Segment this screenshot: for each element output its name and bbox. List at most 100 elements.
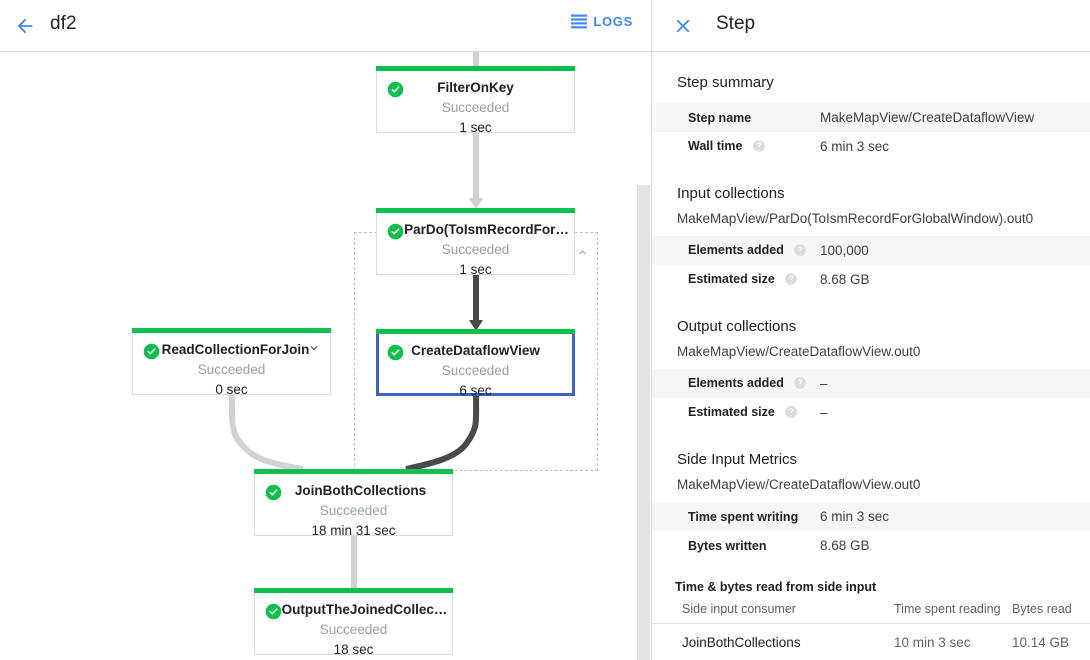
node-status: Succeeded — [319, 503, 388, 518]
node-time: 1 sec — [459, 120, 492, 135]
node-time: 0 sec — [215, 382, 248, 397]
row-label: Elements added — [652, 369, 820, 398]
node-status: Succeeded — [441, 242, 510, 257]
section-heading-side-input-metrics: Side Input Metrics — [677, 451, 798, 468]
edge-arrow-createdataflowview — [469, 320, 483, 331]
column-header-time[interactable]: Time spent reading — [894, 598, 1012, 624]
node-time: 18 min 31 sec — [311, 523, 396, 538]
arrow-left-icon — [17, 18, 33, 34]
row-label-text: Elements added — [688, 243, 784, 258]
side-input-reads-table: Side input consumer Time spent reading B… — [652, 598, 1090, 660]
table-row: Time spent writing 6 min 3 sec — [652, 502, 1090, 531]
step-details-header: Step — [652, 0, 1090, 52]
side-input-metrics-table: Time spent writing 6 min 3 sec Bytes wri… — [652, 502, 1090, 560]
table-row: Elements added – — [652, 369, 1090, 398]
row-value: 8.68 GB — [820, 538, 870, 553]
node-time: 18 sec — [333, 642, 374, 657]
node-name: ParDo(ToIsmRecordFor… — [404, 222, 569, 237]
check-circle-icon — [387, 223, 404, 240]
graph-node-read-collection-for-join[interactable]: ReadCollectionForJoin Succeeded 0 sec — [132, 328, 331, 397]
node-name: JoinBothCollections — [294, 483, 427, 498]
page-title: df2 — [50, 13, 77, 34]
graph-node-create-dataflow-view[interactable]: CreateDataflowView Succeeded 6 sec — [376, 329, 575, 398]
row-value: 6 min 3 sec — [820, 139, 890, 154]
job-graph-panel: df2 LOGS — [0, 0, 651, 660]
table-row: Estimated size 8.68 GB — [652, 265, 1090, 294]
node-status-bar — [254, 588, 453, 593]
check-circle-icon — [265, 484, 282, 501]
graph-node-filter-on-key[interactable]: FilterOnKey Succeeded 1 sec — [376, 66, 575, 135]
back-button[interactable] — [8, 9, 42, 43]
column-header-bytes[interactable]: Bytes read — [1012, 598, 1090, 624]
cell-bytes: 10.14 GB — [1012, 623, 1090, 660]
output-collection-name: MakeMapView/CreateDataflowView.out0 — [677, 344, 921, 359]
node-status: Succeeded — [441, 100, 510, 115]
node-name: ReadCollectionForJoin — [161, 342, 310, 357]
row-label-text: Wall time — [688, 139, 743, 154]
job-graph-canvas[interactable]: MakeMapView FilterOnKey Succeeded 1 sec — [0, 52, 651, 660]
table-row: Step name MakeMapView/CreateDataflowView — [652, 103, 1090, 132]
node-time: 6 sec — [459, 383, 492, 398]
step-details-body[interactable]: Step summary Step name MakeMapView/Creat… — [652, 52, 1090, 660]
section-heading-output-collections: Output collections — [677, 318, 797, 335]
edge-arrow-pardo — [469, 198, 483, 209]
node-status-bar — [132, 328, 331, 333]
table-row: Wall time 6 min 3 sec — [652, 132, 1090, 161]
close-button[interactable] — [669, 12, 697, 40]
check-circle-icon — [387, 81, 404, 98]
row-label: Estimated size — [652, 398, 820, 427]
output-collections-table: Elements added – Estimated size — [652, 369, 1090, 427]
node-time: 1 sec — [459, 262, 492, 277]
check-circle-icon — [265, 603, 282, 620]
section-heading-side-input-reads: Time & bytes read from side input — [675, 580, 877, 594]
table-row: JoinBothCollections 10 min 3 sec 10.14 G… — [652, 623, 1090, 660]
node-status: Succeeded — [197, 362, 266, 377]
help-circle-icon[interactable] — [793, 376, 807, 390]
help-circle-icon[interactable] — [784, 272, 798, 286]
graph-vertical-scrollbar[interactable] — [636, 52, 651, 660]
row-value: 6 min 3 sec — [820, 509, 890, 524]
step-summary-table: Step name MakeMapView/CreateDataflowView… — [652, 103, 1090, 161]
check-circle-icon — [387, 344, 404, 361]
help-circle-icon[interactable] — [784, 405, 798, 419]
table-row: Elements added 100,000 — [652, 236, 1090, 265]
side-input-collection-name: MakeMapView/CreateDataflowView.out0 — [677, 477, 921, 492]
graph-node-pardo-toismrecordfor[interactable]: ParDo(ToIsmRecordFor… Succeeded 1 sec — [376, 208, 575, 277]
node-name: OutputTheJoinedCollec… — [281, 602, 448, 617]
logs-button[interactable]: LOGS — [571, 14, 633, 29]
graph-node-output-the-joined-collection[interactable]: OutputTheJoinedCollec… Succeeded 18 sec — [254, 588, 453, 657]
graph-edges — [225, 52, 483, 588]
logs-button-label: LOGS — [593, 14, 633, 29]
row-value: 8.68 GB — [820, 272, 870, 287]
table-row: Estimated size – — [652, 398, 1090, 427]
column-header-consumer[interactable]: Side input consumer — [652, 598, 894, 624]
node-status-bar — [254, 469, 453, 474]
row-label: Wall time — [652, 132, 820, 161]
graph-scrollbar-thumb[interactable] — [637, 185, 650, 660]
row-label-text: Elements added — [688, 376, 784, 391]
help-circle-icon[interactable] — [793, 243, 807, 257]
graph-node-join-both-collections[interactable]: JoinBothCollections Succeeded 18 min 31 … — [254, 469, 453, 538]
chevron-down-icon[interactable] — [307, 341, 321, 355]
row-value: 100,000 — [820, 243, 869, 258]
row-label: Bytes written — [688, 538, 767, 553]
table-header-row: Side input consumer Time spent reading B… — [652, 598, 1090, 624]
input-collection-name: MakeMapView/ParDo(ToIsmRecordForGlobalWi… — [677, 211, 1034, 226]
row-label: Elements added — [652, 236, 820, 265]
node-status: Succeeded — [441, 363, 510, 378]
node-name: FilterOnKey — [437, 80, 514, 95]
node-status: Succeeded — [319, 622, 388, 637]
input-collections-table: Elements added 100,000 Estimated size — [652, 236, 1090, 294]
node-name: CreateDataflowView — [411, 343, 540, 358]
section-heading-step-summary: Step summary — [677, 74, 774, 91]
help-circle-icon[interactable] — [752, 139, 766, 153]
row-label: Step name — [688, 110, 752, 125]
node-status-bar — [376, 66, 575, 71]
node-status-bar — [376, 208, 575, 213]
table-row: Bytes written 8.68 GB — [652, 531, 1090, 560]
row-value: – — [820, 405, 828, 420]
row-value: – — [820, 376, 828, 391]
chevron-up-icon — [579, 250, 586, 255]
top-app-bar: df2 LOGS — [0, 0, 651, 52]
